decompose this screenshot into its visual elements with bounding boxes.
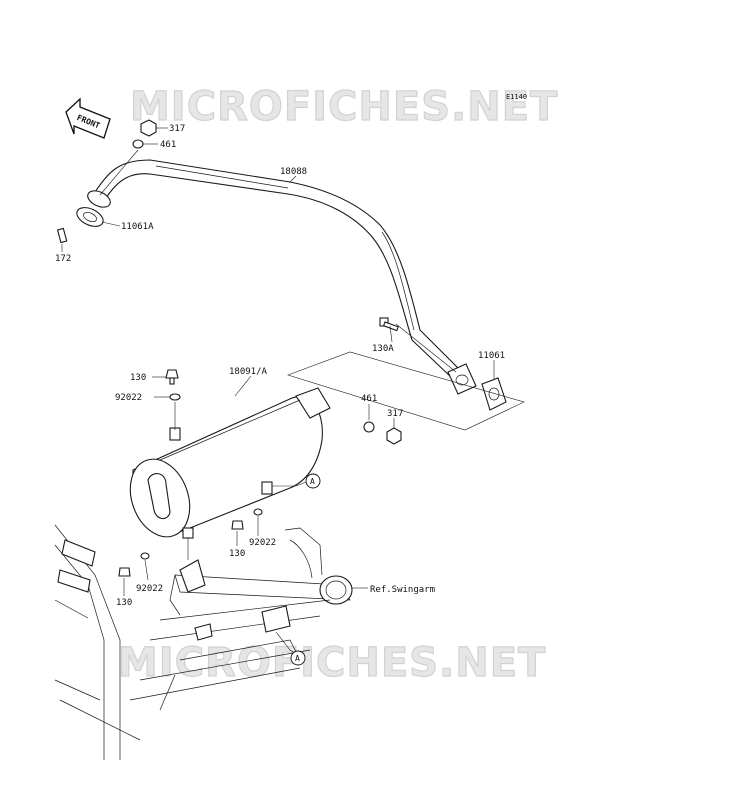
bolt-130-upper	[165, 369, 179, 385]
exhaust-pipe	[87, 159, 461, 379]
washer-92022-upper	[169, 393, 181, 401]
callout-11061: 11061	[478, 351, 505, 361]
diagram-code: E1140	[506, 93, 527, 101]
gasket-11061	[481, 377, 507, 411]
watermark-bottom: MICROFICHES.NET	[118, 640, 546, 686]
ref-mark-a2-label: A	[295, 654, 300, 663]
bolt-130-mid	[231, 520, 244, 530]
callout-130-low: 130	[116, 598, 132, 608]
callout-18088: 18088	[280, 167, 307, 177]
callout-ref-swingarm: Ref.Swingarm	[370, 585, 435, 595]
callout-172: 172	[55, 254, 71, 264]
nut-461-top	[132, 139, 144, 149]
watermark-top: MICROFICHES.NET	[130, 84, 558, 130]
callout-130-mid: 130	[229, 549, 245, 559]
leader-lines	[61, 127, 495, 657]
callout-461-mid: 461	[361, 394, 377, 404]
callout-130-upper: 130	[130, 373, 146, 383]
nut-317-mid	[386, 427, 402, 445]
ref-mark-a1	[305, 473, 321, 489]
muffler	[129, 387, 331, 539]
callout-317-top: 317	[169, 124, 185, 134]
bolt-130A	[379, 317, 399, 332]
callout-18091A: 18091/A	[229, 367, 268, 377]
frame-swingarm	[54, 524, 353, 760]
stud-172	[56, 227, 68, 244]
nut-317-top	[140, 119, 157, 137]
front-arrow-icon: FRONT	[65, 97, 111, 139]
washer-92022-mid	[253, 508, 263, 516]
gasket-11061A	[76, 207, 104, 227]
callout-92022-upper: 92022	[115, 393, 142, 403]
callout-317-mid: 317	[387, 409, 403, 419]
washer-92022-low	[140, 552, 150, 560]
callout-11061A: 11061A	[121, 222, 154, 232]
callout-461-top: 461	[160, 140, 176, 150]
bolt-130-low	[118, 567, 131, 577]
ref-mark-a2	[290, 650, 306, 666]
nut-461-mid	[363, 421, 375, 433]
callout-92022-mid: 92022	[249, 538, 276, 548]
callout-92022-low: 92022	[136, 584, 163, 594]
callout-130A: 130A	[372, 344, 394, 354]
ref-mark-a1-label: A	[310, 477, 315, 486]
